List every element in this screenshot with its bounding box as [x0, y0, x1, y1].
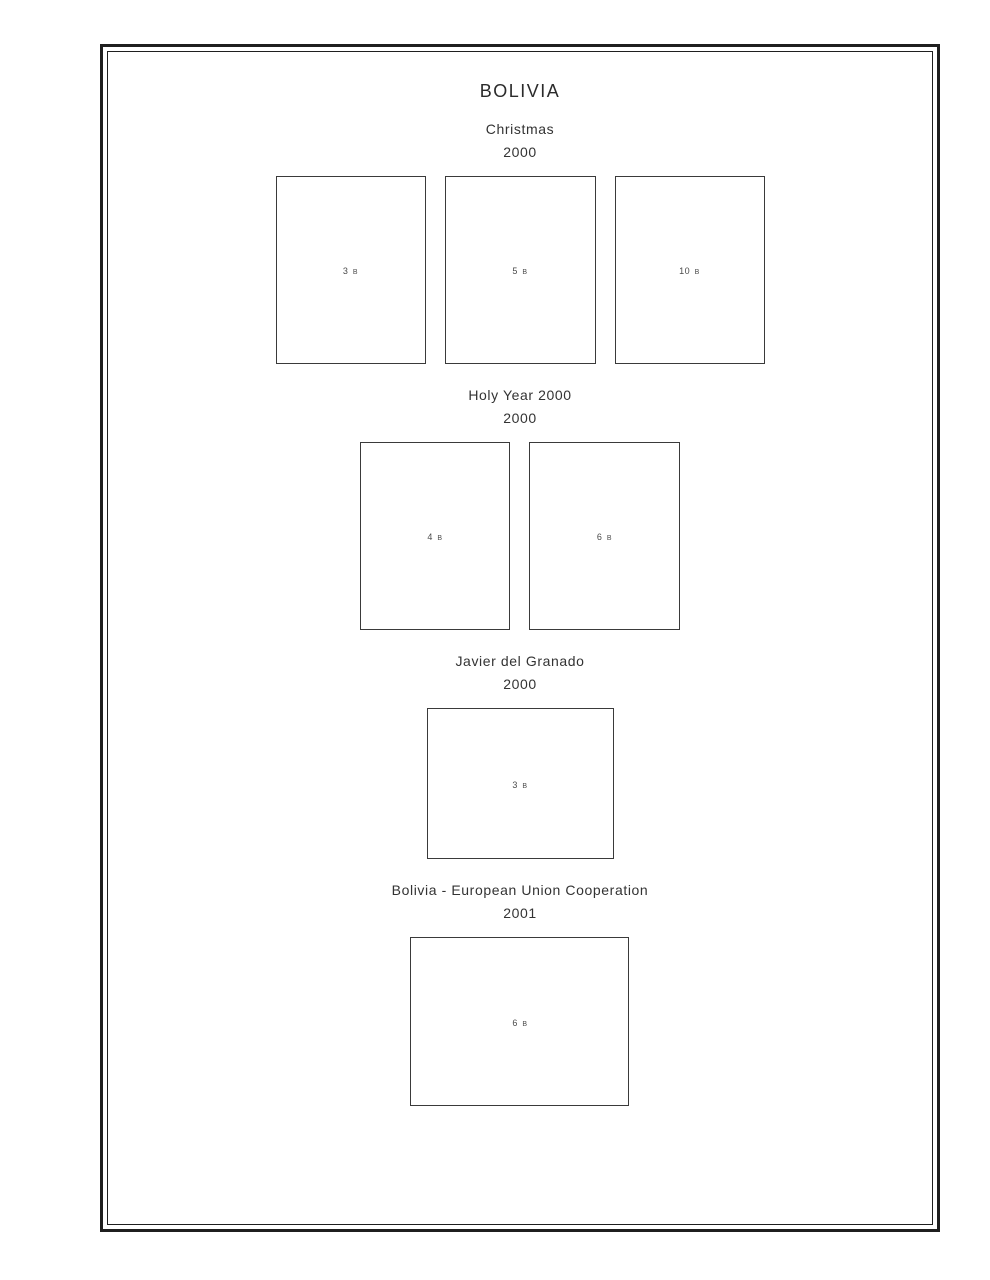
section-eu-cooperation: Bolivia - European Union Cooperation 200…	[392, 881, 649, 1106]
album-page-content: BOLIVIA Christmas 2000 3 B 5 B 10 B	[108, 52, 932, 1224]
denomination-currency: B	[522, 1020, 528, 1028]
stamp-denomination: 6 B	[597, 527, 612, 545]
stamp-placeholder: 4 B	[360, 442, 510, 630]
section-title: Christmas	[485, 121, 555, 137]
stamp-denomination: 3 B	[512, 775, 527, 793]
denomination-currency: B	[352, 269, 359, 276]
stamp-placeholder: 3 B	[426, 708, 614, 859]
section-christmas: Christmas 2000 3 B 5 B 10 B	[275, 120, 765, 364]
stamp-denomination: 6 B	[512, 1013, 527, 1031]
denomination-value: 6	[596, 532, 603, 542]
stamp-placeholder: 3 B	[275, 176, 426, 364]
section-title: Holy Year 2000	[468, 387, 572, 403]
stamp-row: 6 B	[410, 937, 630, 1106]
page-title: BOLIVIA	[479, 81, 561, 101]
section-year: 2001	[503, 905, 537, 921]
denomination-currency: B	[437, 535, 443, 542]
denomination-value: 4	[427, 532, 433, 542]
stamp-placeholder: 6 B	[529, 442, 680, 630]
section-javier-del-granado: Javier del Granado 2000 3 B	[426, 652, 614, 859]
denomination-currency: B	[522, 782, 528, 790]
stamp-placeholder: 6 B	[410, 937, 630, 1106]
stamp-row: 4 B 6 B	[360, 442, 680, 630]
denomination-value: 3	[512, 779, 518, 790]
denomination-currency: B	[606, 535, 613, 542]
section-title: Javier del Granado	[455, 653, 585, 669]
denomination-currency: B	[694, 269, 700, 276]
section-holy-year: Holy Year 2000 2000 4 B 6 B	[360, 386, 680, 630]
stamp-denomination: 10 B	[679, 261, 700, 279]
album-page-outer-border: BOLIVIA Christmas 2000 3 B 5 B 10 B	[100, 44, 940, 1232]
stamp-placeholder: 10 B	[614, 176, 765, 364]
denomination-currency: B	[522, 269, 528, 276]
stamp-row: 3 B	[426, 708, 614, 859]
stamp-denomination: 5 B	[512, 261, 527, 279]
section-year: 2000	[503, 144, 537, 160]
stamp-denomination: 4 B	[427, 527, 442, 545]
stamp-denomination: 3 B	[343, 261, 358, 279]
denomination-value: 6	[512, 1017, 518, 1028]
denomination-value: 5	[512, 266, 518, 276]
denomination-value: 10	[679, 266, 691, 276]
stamp-placeholder: 5 B	[444, 176, 596, 364]
section-year: 2000	[503, 410, 537, 426]
album-page-inner-border: BOLIVIA Christmas 2000 3 B 5 B 10 B	[107, 51, 933, 1225]
section-title: Bolivia - European Union Cooperation	[391, 882, 649, 898]
stamp-row: 3 B 5 B 10 B	[275, 176, 765, 364]
section-year: 2000	[503, 676, 537, 692]
denomination-value: 3	[342, 266, 349, 276]
